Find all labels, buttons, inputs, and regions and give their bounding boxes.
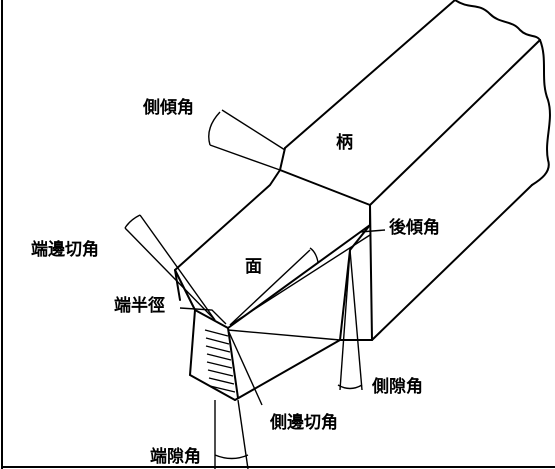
- label-back-rake-angle: 後傾角: [389, 217, 440, 238]
- nose-hatch: [204, 329, 236, 393]
- shank-body: [279, 0, 551, 341]
- label-shank: 柄: [336, 132, 353, 153]
- label-side-cutting-edge-angle: 側邊切角: [269, 412, 338, 433]
- label-end-cutting-edge-angle: 端邊切角: [31, 239, 99, 260]
- label-side-rake-angle: 側傾角: [142, 97, 194, 118]
- angle-lines: [124, 109, 386, 469]
- label-face: 面: [245, 257, 262, 277]
- label-end-relief-angle: 端隙角: [150, 446, 201, 467]
- label-nose-radius: 端半徑: [114, 295, 165, 316]
- label-side-relief-angle: 側隙角: [371, 376, 423, 397]
